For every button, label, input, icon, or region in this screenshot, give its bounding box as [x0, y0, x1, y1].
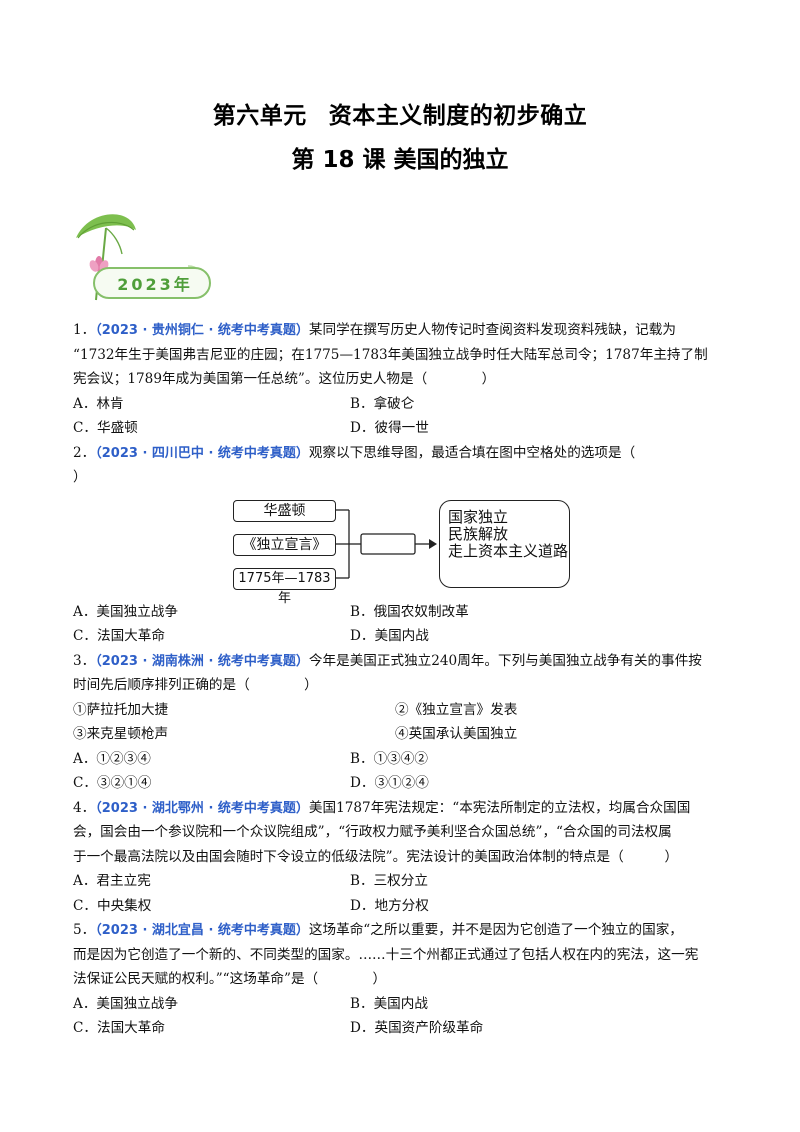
event-items: ①萨拉托加大捷 ②《独立宣言》发表 ③来克星顿枪声 ④英国承认美国独立 [73, 698, 728, 747]
answer-options: A．君主立宪 B．三权分立 C．中央集权 D．地方分权 [73, 869, 728, 918]
mind-map-node: 1775年—1783年 [233, 567, 336, 606]
question-text-line: 这场革命“之所以重要，并不是因为它创造了一个独立的国家， [308, 922, 683, 938]
option-d[interactable]: D．英国资产阶级革命 [350, 1020, 484, 1036]
unit-name: 资本主义制度的初步确立 [328, 103, 588, 129]
option-a[interactable]: A．①②③④ [73, 750, 151, 767]
option-c[interactable]: C．法国大革命 [73, 1020, 165, 1036]
question-text-line: ） [73, 469, 87, 485]
option-b[interactable]: B．①③④② [350, 750, 428, 767]
answer-options: A．①②③④ B．①③④② C．③②①④ D．③①②④ [73, 747, 728, 796]
question-text-line: 而是因为它创造了一个新的、不同类型的国家。……十三个州都正式通过了包括人权在内的… [73, 946, 699, 963]
option-a[interactable]: A．君主立宪 [73, 873, 151, 889]
event-item: ③来克星顿枪声 [73, 726, 169, 742]
option-c[interactable]: C．法国大革命 [73, 628, 165, 644]
question-number: 1． [73, 322, 96, 338]
question-number: 4． [73, 799, 96, 816]
question-source: （2023 · 湖北宜昌 · 统考中考真题） [95, 923, 309, 938]
option-a[interactable]: A．林肯 [73, 395, 124, 412]
result-line: 走上资本主义道路 [448, 541, 569, 560]
answer-options: A．美国独立战争 B．美国内战 C．法国大革命 D．英国资产阶级革命 [73, 992, 728, 1041]
option-b[interactable]: B．美国内战 [350, 995, 428, 1012]
question-text-line: 会，国会由一个参议院和一个众议院组成”，“行政权力赋予美利坚合众国总统”，“合众… [73, 824, 672, 840]
question-number: 5． [73, 922, 96, 938]
result-line: 民族解放 [448, 524, 509, 543]
unit-number: 第六单元 [212, 103, 307, 129]
option-b[interactable]: B．拿破仑 [350, 395, 415, 412]
mind-map-node: 《独立宣言》 [233, 533, 336, 556]
question-source: （2023 · 湖北鄂州 · 统考中考真题） [95, 800, 309, 816]
question-text-line: 法保证公民天赋的权利。”“这场革命”是（ ） [73, 971, 387, 987]
event-item: ②《独立宣言》发表 [395, 701, 518, 718]
option-d[interactable]: D．彼得一世 [350, 420, 429, 436]
question-source: （2023 · 湖南株洲 · 统考中考真题） [95, 653, 309, 669]
option-a[interactable]: A．美国独立战争 [73, 603, 178, 620]
year-badge-label: 2023年 [117, 275, 193, 294]
option-c[interactable]: C．华盛顿 [73, 420, 138, 436]
mind-map: 华盛顿 《独立宣言》 1775年—1783年 国家独立 民族解放 走上资本主义道… [73, 496, 728, 606]
option-d[interactable]: D．③①②④ [350, 775, 429, 791]
question-5: 5．（2023 · 湖北宜昌 · 统考中考真题）这场革命“之所以重要，并不是因为… [73, 918, 728, 1041]
question-1: 1．（2023 · 贵州铜仁 · 统考中考真题）某同学在撰写历史人物传记时查阅资… [73, 318, 728, 441]
question-text-line: 某同学在撰写历史人物传记时查阅资料发现资料残缺，记载为 [308, 322, 676, 338]
question-text-line: 宪会议；1789年成为美国第一任总统”。这位历史人物是（ ） [73, 371, 496, 387]
option-b[interactable]: B．俄国农奴制改革 [350, 603, 469, 620]
unit-title: 第六单元资本主义制度的初步确立 [0, 96, 800, 130]
answer-options: A．林肯 B．拿破仑 C．华盛顿 D．彼得一世 [73, 392, 728, 441]
question-list: 1．（2023 · 贵州铜仁 · 统考中考真题）某同学在撰写历史人物传记时查阅资… [73, 318, 728, 1041]
question-text-line: 于一个最高法院以及由国会随时下令设立的低级法院”。宪法设计的美国政治体制的特点是… [73, 848, 679, 865]
question-text-line: 美国1787年宪法规定：“本宪法所制定的立法权，均属合众国国 [308, 799, 691, 816]
event-item: ④英国承认美国独立 [395, 726, 518, 742]
question-3: 3．（2023 · 湖南株洲 · 统考中考真题）今年是美国正式独立240周年。下… [73, 649, 728, 796]
event-item: ①萨拉托加大捷 [73, 701, 169, 718]
question-4: 4．（2023 · 湖北鄂州 · 统考中考真题）美国1787年宪法规定：“本宪法… [73, 796, 728, 919]
lesson-title: 第 18 课 美国的独立 [291, 147, 509, 173]
option-b[interactable]: B．三权分立 [350, 873, 428, 889]
mind-map-connectors [336, 508, 437, 579]
option-a[interactable]: A．美国独立战争 [73, 995, 178, 1012]
question-2: 2．（2023 · 四川巴中 · 统考中考真题）观察以下思维导图，最适合填在图中… [73, 441, 728, 649]
option-c[interactable]: C．③②①④ [73, 775, 152, 791]
option-d[interactable]: D．美国内战 [350, 628, 429, 644]
answer-options: A．美国独立战争 B．俄国农奴制改革 C．法国大革命 D．美国内战 [73, 600, 728, 649]
question-text-line: 今年是美国正式独立240周年。下列与美国独立战争有关的事件按 [308, 652, 702, 669]
blank-box [360, 532, 416, 555]
result-line: 国家独立 [448, 507, 509, 526]
year-badge [93, 267, 211, 299]
question-text-line: “1732年生于美国弗吉尼亚的庄园；在1775—1783年美国独立战争时任大陆军… [73, 346, 708, 363]
question-number: 3． [73, 652, 96, 669]
question-text-line: 观察以下思维导图，最适合填在图中空格处的选项是（ [308, 444, 636, 461]
mind-map-result: 国家独立 民族解放 走上资本主义道路 [439, 499, 570, 588]
option-d[interactable]: D．地方分权 [350, 897, 429, 914]
question-text-line: 时间先后顺序排列正确的是（ ） [73, 677, 318, 693]
mind-map-node: 华盛顿 [233, 499, 336, 522]
question-source: （2023 · 贵州铜仁 · 统考中考真题） [95, 323, 309, 338]
option-c[interactable]: C．中央集权 [73, 897, 152, 914]
question-source: （2023 · 四川巴中 · 统考中考真题） [95, 445, 309, 461]
question-number: 2． [73, 444, 96, 461]
